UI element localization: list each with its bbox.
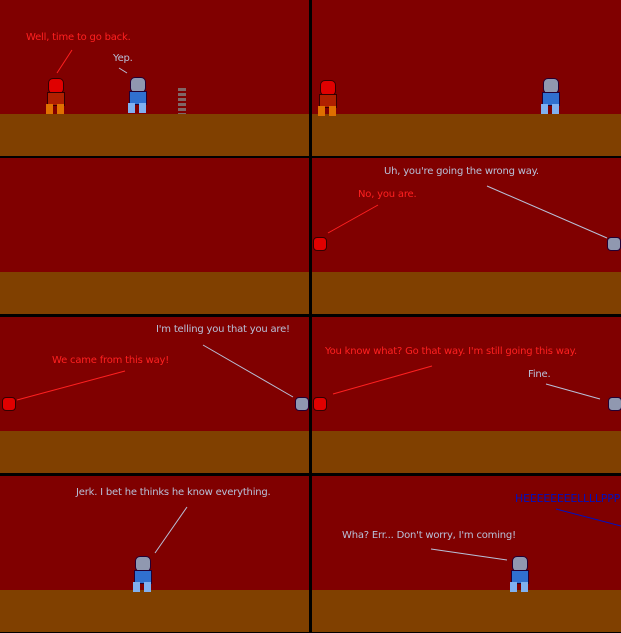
panel-7: Jerk. I bet he thinks he know everything… — [0, 476, 309, 632]
speech-lines — [430, 508, 621, 561]
speech-text: Jerk. I bet he thinks he know everything… — [76, 487, 271, 498]
speech-text: Well, time to go back. — [26, 32, 131, 43]
speech-text: We came from this way! — [52, 355, 170, 366]
red-robot-head — [2, 397, 16, 411]
blue-robot-sprite — [506, 556, 532, 592]
red-robot-sprite — [42, 78, 68, 114]
panel-1: Well, time to go back. Yep. — [0, 0, 309, 156]
panel-5: I'm telling you that you are! We came fr… — [0, 317, 309, 473]
ground — [0, 114, 309, 156]
panel-2 — [312, 0, 621, 156]
speech-lines — [327, 185, 608, 239]
ground — [312, 272, 621, 314]
red-robot-sprite — [314, 80, 340, 116]
speech-text: Fine. — [528, 369, 551, 380]
speech-lines — [16, 344, 294, 401]
blue-robot-sprite — [129, 556, 155, 592]
speech-text: Yep. — [113, 53, 133, 64]
speech-lines — [332, 365, 601, 400]
ground — [0, 431, 309, 473]
speech-text: I'm telling you that you are! — [156, 324, 290, 335]
panel-3 — [0, 158, 309, 314]
blue-robot-sprite — [124, 77, 150, 113]
red-robot-head — [313, 237, 327, 251]
speech-lines — [154, 506, 188, 554]
blue-robot-head — [608, 397, 621, 411]
smoke-sprite — [178, 88, 186, 114]
red-robot-head — [313, 397, 327, 411]
panel-8: HEEEEEEEELLLLPPP!!!!! Wha? Err... Don't … — [312, 476, 621, 632]
ground — [312, 590, 621, 632]
ground — [312, 431, 621, 473]
speech-text: HEEEEEEEELLLLPPP!!!!! — [515, 492, 621, 505]
blue-robot-sprite — [537, 78, 563, 114]
panel-4: Uh, you're going the wrong way. No, you … — [312, 158, 621, 314]
speech-text: Uh, you're going the wrong way. — [384, 166, 539, 177]
ground — [312, 114, 621, 156]
panel-6: You know what? Go that way. I'm still go… — [312, 317, 621, 473]
ground — [0, 272, 309, 314]
blue-robot-head — [607, 237, 621, 251]
speech-text: No, you are. — [358, 189, 417, 200]
speech-lines — [56, 49, 128, 74]
blue-robot-head — [295, 397, 309, 411]
speech-text: Wha? Err... Don't worry, I'm coming! — [342, 530, 516, 541]
speech-text: You know what? Go that way. I'm still go… — [325, 346, 577, 357]
ground — [0, 590, 309, 632]
